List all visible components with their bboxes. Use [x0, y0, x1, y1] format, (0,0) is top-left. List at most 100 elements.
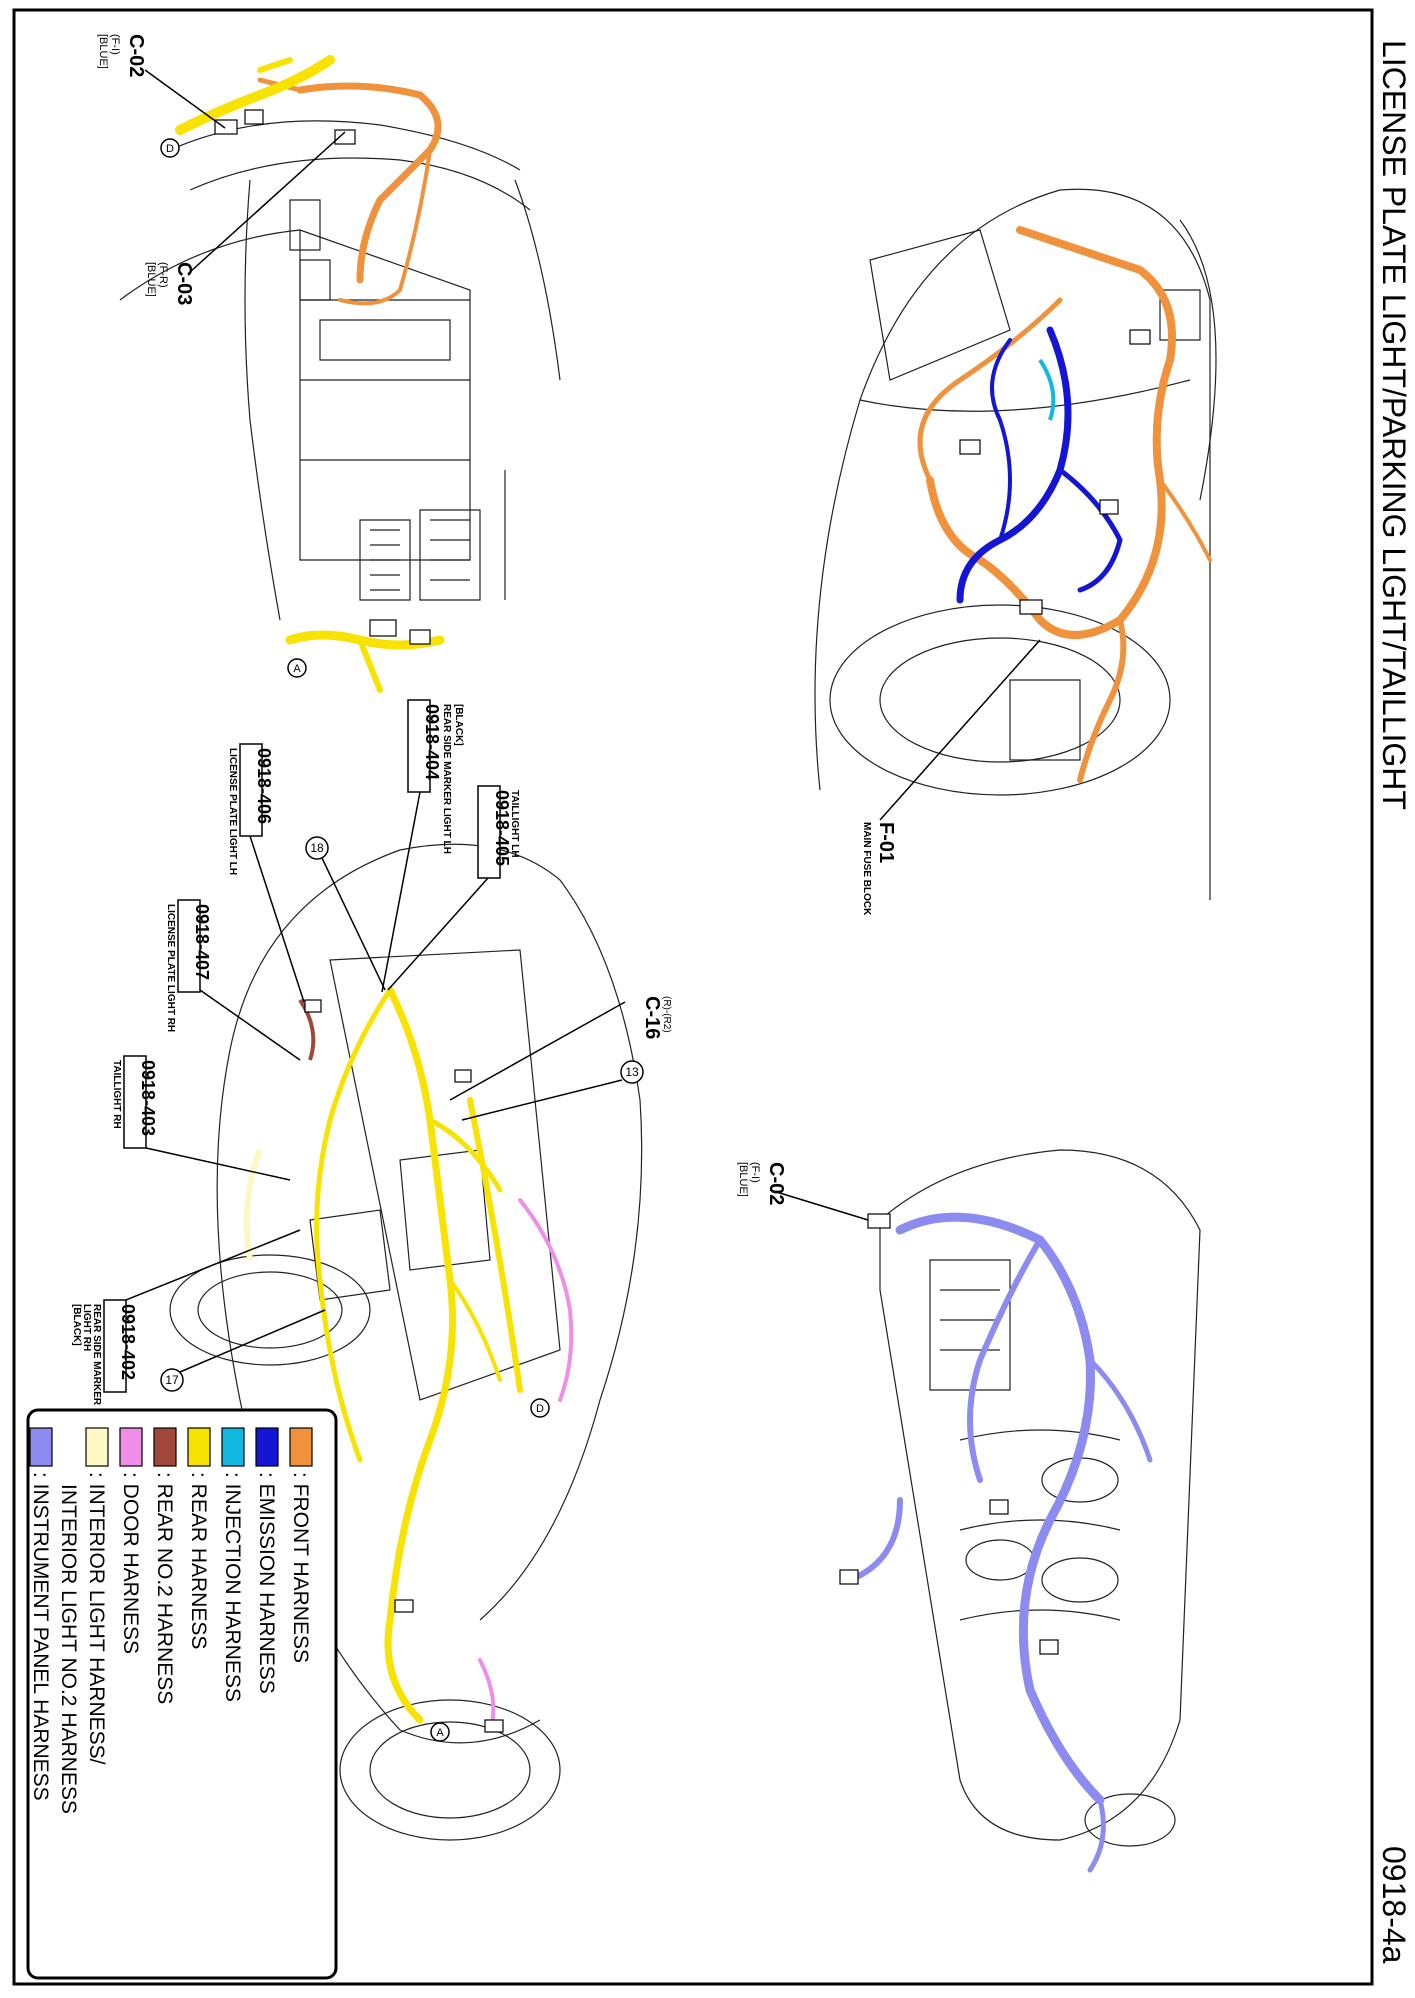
marker-13-label: 13: [625, 1065, 639, 1079]
rear-harness-body: [314, 986, 523, 1724]
c02-top-callout: C-02 (F-I) [BLUE]: [97, 34, 147, 77]
legend-swatch: [289, 1427, 313, 1467]
svg-text:C-02: C-02: [765, 1162, 787, 1205]
svg-text:[BLUE]: [BLUE]: [737, 1162, 749, 1197]
page-title: LICENSE PLATE LIGHT/PARKING LIGHT/TAILLI…: [1376, 40, 1412, 810]
harness-color-legend: : FRONT HARNESS : EMISSION HARNESS : INJEC…: [26, 1408, 338, 1980]
svg-text:C-02: C-02: [125, 34, 147, 77]
f01-leader: [879, 639, 1041, 821]
dash-interior-drawing: [119, 120, 561, 621]
legend-label: : DOOR HARNESS: [119, 1472, 142, 1654]
c16-callout: C-16 (R)-(R2): [641, 996, 672, 1039]
marker-13: [620, 1060, 644, 1084]
c03-callout: C-03 (F-R) [BLUE]: [145, 262, 195, 305]
legend-label: : REAR NO.2 HARNESS: [153, 1472, 176, 1704]
c406-code: 0918-406: [254, 748, 274, 824]
instrument-panel-connectors: [839, 1213, 1059, 1655]
c404-code: 0918-404: [422, 704, 442, 780]
rear-body-connectors: [304, 999, 504, 1733]
marker-d-top-label: D: [166, 143, 174, 155]
legend-swatch: [187, 1427, 211, 1467]
c02-right-callout: C-02 (F-I) [BLUE]: [737, 1162, 787, 1205]
legend-swatch: [255, 1427, 279, 1467]
c402-code: 0918-402: [118, 1304, 138, 1380]
c404-box: [407, 699, 431, 793]
dash-connectors: [214, 109, 431, 645]
f01-callout: F-01 MAIN FUSE BLOCK: [861, 822, 897, 916]
legend-label: : EMISSION HARNESS: [255, 1472, 278, 1694]
c405-desc: TAILLIGHT LH: [509, 790, 520, 858]
c402-box: [103, 1299, 127, 1393]
rear-no2-harness-body: [298, 998, 316, 1061]
marker-a-rear: [430, 1722, 450, 1742]
legend-swatch: [119, 1427, 143, 1467]
marker-17-leader: [179, 1309, 326, 1373]
svg-text:(F-R): (F-R): [157, 262, 169, 288]
engine-bay-connectors: [959, 329, 1151, 615]
page-border: [12, 8, 1374, 1986]
legend-label: : FRONT HARNESS: [289, 1472, 312, 1663]
marker-18-label: 18: [310, 841, 324, 855]
marker-a-rear-label: A: [436, 1727, 444, 1739]
c403-leader: [145, 1147, 291, 1181]
marker-a-top: [287, 658, 307, 678]
legend-box: [26, 1408, 338, 1980]
svg-text:MAIN FUSE BLOCK: MAIN FUSE BLOCK: [861, 822, 872, 916]
c407-code: 0918-407: [192, 904, 212, 980]
svg-text:(F-I): (F-I): [109, 34, 121, 55]
marker-18: [305, 836, 329, 860]
door-harness-body: [478, 1198, 574, 1732]
marker-a-top-label: A: [293, 663, 301, 675]
legend-label: : INTERIOR LIGHT HARNESS/: [85, 1472, 108, 1765]
marker-d-top: [160, 138, 180, 158]
c02-right-leader: [769, 1189, 869, 1221]
front-harness-bay: [917, 226, 1212, 783]
c402-desc2: LIGHT RH: [81, 1304, 92, 1351]
interior-light-harness-body: [243, 1148, 263, 1261]
c402-color: [BLACK]: [71, 1304, 82, 1346]
svg-text:(R)-(R2): (R)-(R2): [661, 996, 672, 1033]
marker-17-label: 17: [165, 1373, 179, 1387]
c407-leader: [199, 989, 301, 1061]
svg-text:C-03: C-03: [173, 262, 195, 305]
marker-18-leader: [321, 857, 386, 991]
legend-swatch: [221, 1427, 245, 1467]
c406-desc: LICENSE PLATE LIGHT LH: [227, 748, 238, 875]
c402-leader: [125, 1229, 301, 1301]
c02-top-leader: [144, 69, 226, 129]
svg-text:C-16: C-16: [641, 996, 663, 1039]
svg-text:[BLUE]: [BLUE]: [145, 262, 157, 297]
c403-desc: TAILLIGHT RH: [111, 1060, 122, 1129]
marker-13-leader: [461, 1079, 623, 1121]
marker-17: [160, 1368, 184, 1392]
legend-swatch: [85, 1427, 109, 1467]
c404-leader: [381, 791, 421, 993]
c404-color: [BLACK]: [453, 704, 464, 746]
c407-desc: LICENSE PLATE LIGHT RH: [165, 904, 176, 1032]
c403-code: 0918-403: [138, 1060, 158, 1136]
instrument-panel-harness: [847, 1212, 1153, 1873]
instrument-panel-drawing: [879, 1149, 1201, 1847]
c405-leader: [387, 877, 489, 991]
legend-label: : INSTRUMENT PANEL HARNESS: [29, 1472, 52, 1801]
c16-leader: [449, 1001, 626, 1101]
svg-text:(F-I): (F-I): [749, 1162, 761, 1183]
legend-label-continued: INTERIOR LIGHT NO.2 HARNESS: [57, 1484, 80, 1814]
c402-desc: REAR SIDE MARKER: [91, 1304, 102, 1406]
page-code: 0918-4a: [1376, 1846, 1412, 1964]
marker-d-rear-label: D: [536, 1403, 544, 1415]
emission-harness-bay: [956, 326, 1123, 604]
c406-leader: [249, 835, 305, 1003]
legend-label: : REAR HARNESS: [187, 1472, 210, 1649]
c03-leader: [189, 131, 346, 273]
c407-box: [177, 899, 201, 993]
svg-text:[BLUE]: [BLUE]: [97, 34, 109, 69]
c405-code: 0918-405: [492, 790, 512, 866]
c404-desc: REAR SIDE MARKER LIGHT LH: [441, 704, 452, 854]
marker-d-rear: [530, 1398, 550, 1418]
c406-box: [239, 743, 263, 837]
injection-harness-bay: [1038, 358, 1056, 421]
svg-text:F-01: F-01: [875, 822, 897, 863]
legend-label: : INJECTION HARNESS: [221, 1472, 244, 1702]
